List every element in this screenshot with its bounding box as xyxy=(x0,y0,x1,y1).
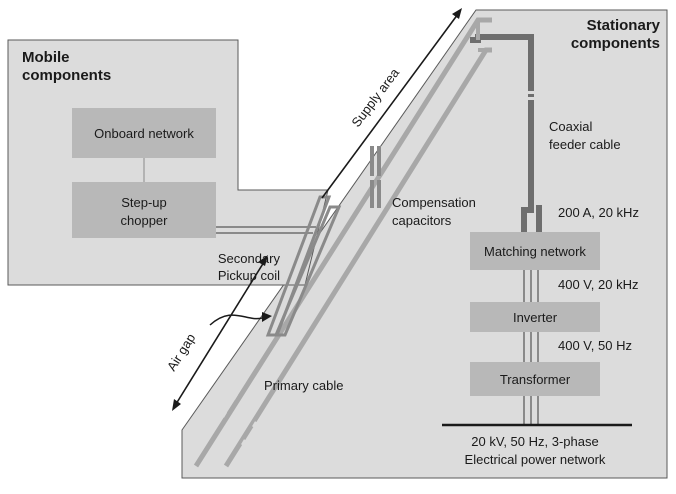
pickup-label-line2: Pickup coil xyxy=(218,268,280,283)
stationary-title-line1: Stationary xyxy=(587,17,661,34)
track-feed-lines xyxy=(476,20,486,52)
voltage-lf-label: 400 V, 50 Hz xyxy=(558,338,632,353)
inverter-label: Inverter xyxy=(513,310,558,325)
matching-network-box xyxy=(470,232,600,270)
power-network-label-line2: Electrical power network xyxy=(465,452,606,467)
air-gap-label: Air gap xyxy=(164,331,199,374)
supply-area-arrow xyxy=(321,8,462,199)
onboard-network-box xyxy=(72,108,216,158)
pickup-label-line1: Secondary xyxy=(218,251,281,266)
matching-network-label: Matching network xyxy=(484,244,586,259)
stationary-title-line2: components xyxy=(571,35,660,52)
primary-cable-break xyxy=(217,391,262,448)
voltage-hf-label: 400 V, 20 kHz xyxy=(558,277,638,292)
air-gap-pointer xyxy=(209,314,263,326)
stationary-panel xyxy=(181,9,668,479)
transformer-box xyxy=(470,362,600,396)
supply-lines xyxy=(523,270,539,425)
stepup-label-line1: Step-up xyxy=(121,195,167,210)
air-gap-arrow xyxy=(172,255,268,411)
compensation-label-line2: capacitors xyxy=(392,213,452,228)
coaxial-label-line2: feeder cable xyxy=(549,137,621,152)
coaxial-label-line1: Coaxial xyxy=(549,119,592,134)
compensation-capacitors xyxy=(370,146,381,208)
current-label: 200 A, 20 kHz xyxy=(558,205,639,220)
onboard-network-label: Onboard network xyxy=(94,126,194,141)
chopper-to-pickup-wires xyxy=(216,226,316,234)
primary-cable-label: Primary cable xyxy=(264,378,343,393)
secondary-pickup-coil xyxy=(265,195,342,337)
air-gap-pointer-head xyxy=(262,312,272,322)
stepup-chopper-box xyxy=(72,182,216,238)
compensation-label-line1: Compensation xyxy=(392,195,476,210)
mobile-title-line2: components xyxy=(22,67,111,84)
transformer-label: Transformer xyxy=(500,372,571,387)
supply-area-label: Supply area xyxy=(348,65,402,130)
power-network-label-line1: 20 kV, 50 Hz, 3-phase xyxy=(471,434,598,449)
mobile-title-line1: Mobile xyxy=(22,49,70,66)
inverter-box xyxy=(470,302,600,332)
stepup-label-line2: chopper xyxy=(121,213,169,228)
